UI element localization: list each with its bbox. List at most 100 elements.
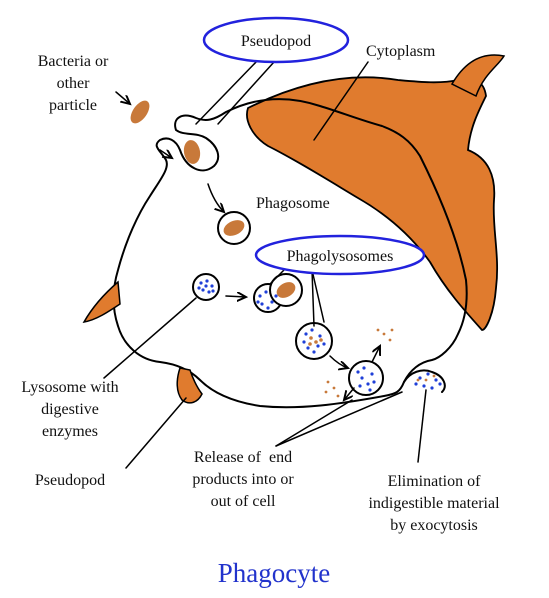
enzyme-dot [197, 286, 201, 290]
debris-speck [416, 378, 420, 382]
product-speck [324, 390, 328, 394]
debris-dot [422, 384, 426, 388]
label-elimination-line1: Elimination of [388, 473, 482, 490]
leader-lysosome [103, 297, 197, 379]
product-speck [376, 328, 380, 332]
pseudopod-left [82, 280, 121, 324]
enzyme-dot [204, 284, 208, 288]
enzyme-dot [312, 350, 316, 354]
pseudopod-top-oval [202, 16, 350, 64]
enzyme-dot [368, 388, 372, 392]
product-speck [388, 338, 392, 342]
debris-dot [430, 386, 434, 390]
enzyme-dot [358, 384, 362, 388]
debris-speck [424, 378, 428, 382]
enzyme-dot [310, 328, 314, 332]
phagosome-particle [223, 220, 245, 236]
debris-dot [426, 372, 430, 376]
leader-pseudopod-top-2 [217, 61, 275, 125]
debris-speck [319, 338, 323, 342]
label-elimination-line3: by exocytosis [390, 517, 478, 534]
phagolysosomes-oval [254, 234, 426, 276]
debris-speck [432, 374, 436, 378]
enzyme-dot [210, 284, 214, 288]
label-pseudopod-top: Pseudopod [241, 33, 311, 50]
label-phagolysosomes: Phagolysosomes [287, 248, 394, 265]
enzyme-dot [362, 366, 366, 370]
enzyme-dot [201, 288, 205, 292]
enzyme-dot [372, 380, 376, 384]
leader-release-1 [275, 399, 353, 447]
label-elimination-line2: indigestible material [368, 495, 500, 512]
cell-membrane [112, 98, 468, 409]
enzyme-dot [274, 294, 278, 298]
phagolysosome-2 [295, 322, 333, 360]
pseudopod-bottom [176, 367, 203, 404]
enzyme-dot [199, 281, 203, 285]
debris-dot [438, 382, 442, 386]
enzyme-dot [211, 289, 215, 293]
label-release-line3: out of cell [211, 493, 276, 510]
label-lysosome-line2: digestive [41, 401, 99, 418]
enzyme-dot [304, 332, 308, 336]
exocytosis-debris [414, 372, 442, 390]
phagolysosome-2-contents [302, 328, 326, 354]
label-bacteria-line1: Bacteria or [38, 53, 109, 70]
leader-phagolysosomes-2 [311, 269, 315, 327]
label-release-line1: Release of end [194, 449, 292, 466]
debris-speck [309, 336, 313, 340]
released-products [324, 328, 394, 398]
debris-speck [314, 340, 318, 344]
leader-pseudopod-top [195, 59, 259, 125]
leader-phagolysosomes-1 [269, 267, 287, 285]
enzyme-dot [366, 382, 370, 386]
enzyme-dot [260, 302, 264, 306]
enzyme-dot [205, 279, 209, 283]
product-speck [390, 328, 394, 332]
residual-body [348, 360, 384, 396]
exocytosis-pocket [403, 369, 446, 393]
debris-dot [418, 376, 422, 380]
label-bacteria-line3: particle [49, 97, 97, 114]
debris-dot [434, 378, 438, 382]
enzyme-dot [270, 300, 274, 304]
enzyme-dot [318, 334, 322, 338]
enzyme-dot [256, 300, 260, 304]
label-cytoplasm: Cytoplasm [366, 43, 436, 60]
leader-cytoplasm [313, 61, 369, 141]
enzyme-dot [266, 306, 270, 310]
enzyme-dot [258, 294, 262, 298]
leader-release-2 [275, 391, 403, 447]
enzyme-dot [370, 372, 374, 376]
engulfed-particle [183, 140, 201, 164]
phagolysosome-1-enzymes [256, 290, 278, 310]
cytoplasm-spike [450, 54, 506, 98]
release-arrow-up [371, 346, 380, 363]
label-bacteria-line2: other [57, 75, 91, 92]
label-lysosome-line1: Lysosome with [21, 379, 118, 396]
product-speck [332, 386, 336, 390]
residual-body-enzymes [356, 366, 376, 392]
arrow-lysosome-fuse [225, 296, 246, 297]
product-speck [382, 332, 386, 336]
arrow-entering [159, 149, 172, 158]
leader-pseudopod-bottom [125, 397, 187, 469]
enzyme-dot [316, 344, 320, 348]
enzyme-dot [306, 346, 310, 350]
label-release-line2: products into or [192, 471, 294, 488]
enzyme-dot [356, 370, 360, 374]
debris-speck [308, 342, 312, 346]
bacterium-outside [130, 100, 150, 124]
lysosome-enzymes [197, 279, 215, 294]
phagolysosome-1-particle [276, 282, 296, 298]
release-arrow-left [344, 387, 355, 400]
arrow-bacteria-in [115, 91, 130, 104]
diagram-title: Phagocyte [218, 558, 330, 588]
debris-dot [414, 382, 418, 386]
cytoplasm-region [246, 76, 499, 331]
product-speck [326, 380, 330, 384]
label-pseudopod-bottom: Pseudopod [35, 472, 105, 489]
enzyme-dot [207, 290, 211, 294]
